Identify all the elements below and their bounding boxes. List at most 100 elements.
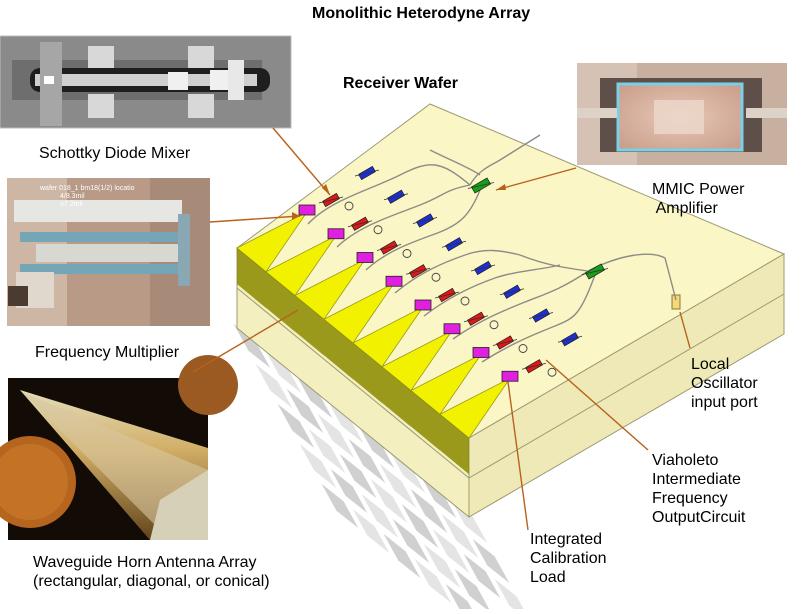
amplifier-chip-leads	[412, 217, 438, 224]
grid-tile	[275, 401, 317, 451]
calibration-label-line3: Load	[530, 569, 566, 586]
horn-antenna-row	[236, 211, 511, 475]
horn-antenna-label-line2: (rectangular, diagonal, or conical)	[33, 573, 270, 590]
mixer-diode-leads	[434, 291, 460, 299]
lo-input-port	[671, 294, 681, 310]
horn-side	[440, 414, 469, 475]
via-hole	[547, 367, 557, 377]
leader-cal	[507, 381, 529, 531]
feed-trace	[423, 264, 561, 317]
via-hole	[402, 249, 412, 258]
grid-tile	[359, 491, 401, 541]
lo-label-line1: Local	[691, 356, 730, 373]
grid-tile	[350, 506, 392, 556]
grid-tile	[381, 531, 423, 581]
grid-tile	[368, 476, 410, 526]
frequency-multiplier-chip	[385, 275, 403, 287]
frequency-multiplier-chip	[356, 252, 374, 263]
amplifier-chip-leads	[528, 312, 554, 319]
mixer-diode-leads	[492, 339, 518, 346]
via-hole	[518, 344, 528, 353]
wafer-note-2: 4/8.3mil	[60, 193, 85, 200]
wafer-layer-line-right	[468, 293, 785, 479]
mixer-diode-leads	[405, 267, 431, 275]
via-label-line2: Intermediate	[652, 471, 741, 488]
amplifier-chip-leads	[499, 288, 525, 296]
diagram-title: Monolithic Heterodyne Array	[312, 5, 531, 22]
leader-lines	[192, 127, 691, 531]
grid-tile	[328, 466, 370, 516]
schottky-diode-photo	[0, 35, 292, 129]
leader-mmic	[495, 167, 577, 191]
horn-antenna-label-line1: Waveguide Horn Antenna Array	[33, 554, 257, 571]
via-hole	[373, 225, 383, 235]
grid-tile	[430, 526, 472, 576]
grid-tile	[421, 541, 463, 591]
leader-via	[545, 359, 649, 451]
feed-trace	[394, 249, 521, 294]
via-hole	[431, 272, 441, 282]
leader-lo	[679, 311, 691, 349]
calibration-label-line1: Integrated	[530, 531, 603, 548]
receiver-wafer-label: Receiver Wafer	[343, 75, 459, 92]
via-hole	[344, 201, 354, 211]
grid-tile	[319, 481, 361, 531]
via-label-line1: Viaholeto	[652, 452, 719, 469]
lo-label-line3: input port	[691, 394, 758, 411]
amplifier-chip-leads	[383, 193, 409, 201]
mixer-diode-leads	[318, 196, 344, 204]
amplifier-chip-leads	[470, 264, 496, 272]
grid-tile	[492, 576, 528, 614]
grid-tile	[470, 536, 512, 586]
mmic-label-line1: MMIC Power	[652, 181, 745, 198]
leader-multiplier	[209, 215, 301, 223]
frequency-multiplier-label: Frequency Multiplier	[35, 344, 180, 361]
feed-trace	[365, 189, 481, 271]
mmic-label-line2: Amplifier	[652, 200, 718, 217]
mixer-diode-leads	[376, 244, 402, 251]
wafer-note-1: wafer 018_1 bm18(1/2) locatio	[39, 185, 135, 192]
grid-tile	[461, 551, 503, 601]
leader-schottky	[272, 127, 331, 196]
grid-tile	[399, 501, 441, 551]
amplifier-chip-leads	[441, 240, 467, 248]
schottky-diode-mixer-label: Schottky Diode Mixer	[39, 145, 191, 162]
grid-tile	[390, 516, 432, 566]
grid-tile	[337, 451, 379, 501]
frequency-multiplier-chip	[472, 347, 490, 358]
frequency-multiplier-chip	[501, 370, 519, 382]
horn-side	[411, 390, 440, 451]
grid-tile	[346, 436, 388, 486]
frequency-multiplier-chip	[327, 228, 345, 240]
grid-tile	[443, 581, 476, 614]
mixer-diode-leads	[521, 362, 547, 370]
amplifier-chip-leads	[557, 335, 583, 343]
horn-side	[382, 366, 411, 427]
frequency-multiplier-chip	[414, 299, 432, 311]
grid-tile	[297, 441, 339, 491]
frequency-multiplier-chip	[298, 204, 316, 216]
grid-tile	[253, 361, 295, 411]
via-hole	[460, 296, 470, 306]
via-label-line3: Frequency	[652, 490, 728, 507]
horn-side	[324, 319, 353, 380]
grid-tile	[412, 556, 454, 606]
leader-horn	[192, 309, 299, 373]
horn-side	[237, 248, 266, 308]
frequency-multiplier-chip	[443, 323, 461, 335]
feed-trace	[336, 184, 471, 248]
grid-tile	[452, 566, 494, 614]
feed-trace	[307, 164, 471, 225]
mixer-diode-leads	[463, 315, 489, 323]
grid-tile	[284, 386, 326, 436]
feed-trace	[429, 149, 481, 176]
grid-tile	[408, 486, 450, 536]
via-hole	[489, 320, 499, 330]
horn-side	[353, 343, 382, 403]
wafer-components	[298, 165, 609, 382]
mmic-amplifier-photo	[577, 63, 787, 165]
grid-tile	[439, 511, 481, 561]
via-label-line4: OutputCircuit	[652, 509, 746, 526]
